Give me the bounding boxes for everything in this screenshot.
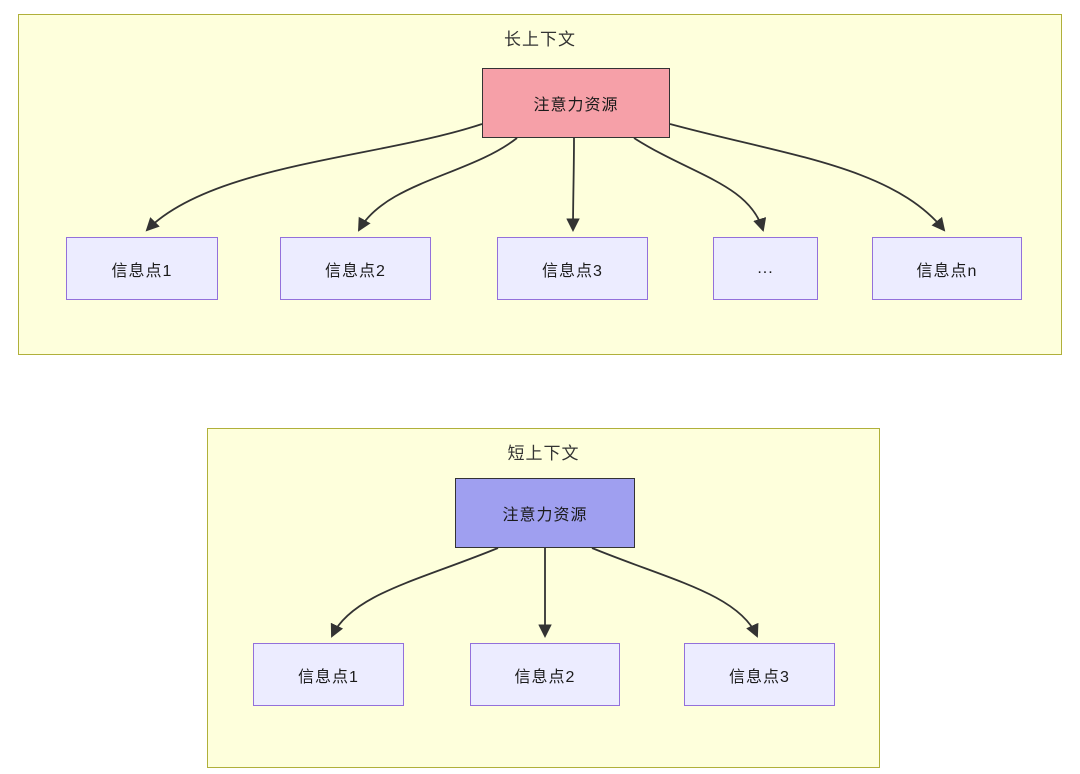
info-node-label: ... bbox=[757, 259, 774, 277]
info-node-label: 信息点2 bbox=[325, 262, 386, 280]
info-node-long-2: 信息点2 bbox=[280, 237, 431, 300]
attention-box-long-label: 注意力资源 bbox=[533, 97, 619, 114]
info-node-short-1: 信息点1 bbox=[253, 643, 404, 706]
info-node-long-3: 信息点3 bbox=[497, 237, 648, 300]
long-context-title: 长上下文 bbox=[504, 30, 576, 49]
info-node-short-3: 信息点3 bbox=[684, 643, 835, 706]
long-context-panel: 长上下文 bbox=[18, 14, 1062, 355]
info-node-long-n: 信息点n bbox=[872, 237, 1022, 300]
attention-box-short: 注意力资源 bbox=[455, 478, 635, 548]
info-node-long-1: 信息点1 bbox=[66, 237, 218, 300]
info-node-long-ellipsis: ... bbox=[713, 237, 818, 300]
info-node-short-2: 信息点2 bbox=[470, 643, 620, 706]
info-node-label: 信息点3 bbox=[542, 262, 603, 280]
info-node-label: 信息点1 bbox=[298, 668, 359, 686]
attention-box-short-label: 注意力资源 bbox=[502, 507, 588, 524]
short-context-title: 短上下文 bbox=[507, 444, 580, 463]
info-node-label: 信息点2 bbox=[514, 668, 576, 686]
attention-box-long: 注意力资源 bbox=[482, 68, 670, 138]
info-node-label: 信息点1 bbox=[111, 262, 173, 280]
info-node-label: 信息点n bbox=[916, 262, 978, 280]
info-node-label: 信息点3 bbox=[729, 668, 790, 686]
